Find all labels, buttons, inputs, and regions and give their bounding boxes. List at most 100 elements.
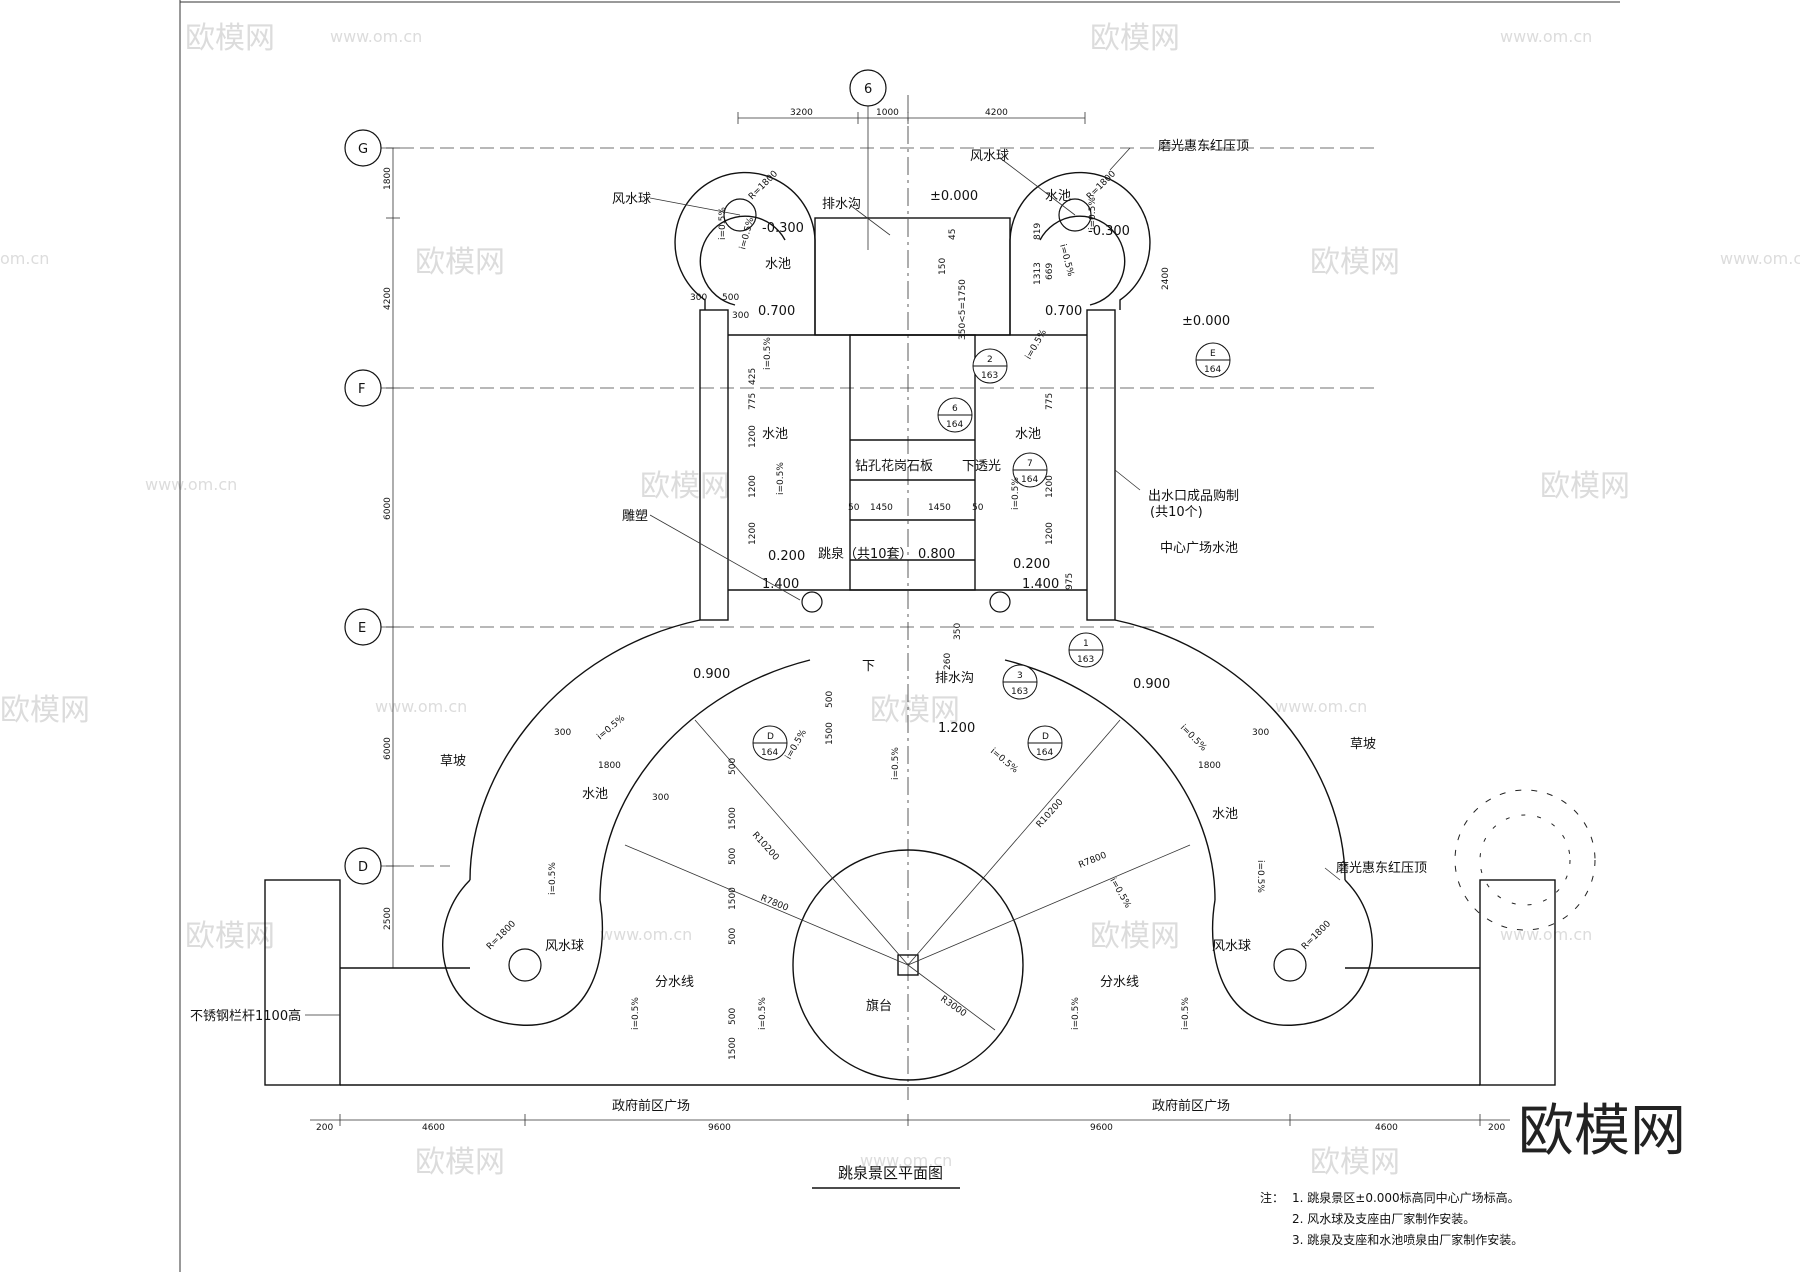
dim-150: 150 bbox=[938, 258, 948, 275]
elevation: 0.800 bbox=[918, 547, 955, 562]
dim-260: 260 bbox=[943, 653, 953, 670]
label-mogang: 磨光惠东红压顶 bbox=[1158, 138, 1249, 154]
label-chushuikou: 出水口成品购制 bbox=[1148, 488, 1239, 504]
drawing-title: 跳泉景区平面图 bbox=[838, 1164, 943, 1182]
watermark-site-text: www.om.cn bbox=[1720, 249, 1800, 268]
label-xiatouguang: 下透光 bbox=[962, 459, 1001, 474]
grid-label-f: F bbox=[358, 382, 365, 397]
dim-1200: 1200 bbox=[748, 522, 758, 545]
label-paishuigou: 排水沟 bbox=[935, 671, 974, 686]
note-3: 3. 跳泉及支座和水池喷泉由厂家制作安装。 bbox=[1292, 1232, 1523, 1247]
watermark-brand-text: 欧模网 bbox=[1090, 919, 1180, 954]
dim-425: 425 bbox=[748, 368, 758, 385]
slope-label: i=0.5% bbox=[1088, 197, 1098, 230]
label-shuichi: 水池 bbox=[582, 787, 608, 802]
dim-300: 300 bbox=[732, 311, 749, 321]
slope-label: i=0.5% bbox=[1178, 723, 1209, 754]
radius-label: R=1800 bbox=[1300, 919, 1333, 952]
dim-1800: 1800 bbox=[383, 167, 393, 190]
bottom-dimension bbox=[310, 1114, 1510, 1126]
label-zhongxin: 中心广场水池 bbox=[1160, 541, 1238, 556]
slope-label: i=0.5% bbox=[1057, 243, 1075, 278]
watermark-brand-text: 欧模网 bbox=[1310, 1145, 1400, 1180]
label-mogang: 磨光惠东红压顶 bbox=[1336, 860, 1427, 876]
watermark-brand-text: 欧模网 bbox=[1090, 21, 1180, 56]
slope-label: i=0.5% bbox=[631, 997, 641, 1030]
label-fengshuiqiu: 风水球 bbox=[612, 192, 651, 207]
grid-label-d: D bbox=[358, 860, 368, 875]
corner-watermark-brand: 欧模网 bbox=[1518, 1099, 1686, 1164]
watermark-brand-text: 欧模网 bbox=[415, 245, 505, 280]
watermark-brand-text: 欧模网 bbox=[185, 919, 275, 954]
watermark-site-text: www.om.cn bbox=[600, 925, 692, 944]
watermark-site-text: www.om.cn bbox=[375, 697, 467, 716]
label-fenshuixian: 分水线 bbox=[1100, 975, 1139, 990]
slope-label: i=0.5% bbox=[718, 207, 728, 240]
dim-500: 500 bbox=[728, 848, 738, 865]
slope-label: i=0.5% bbox=[776, 462, 786, 495]
label-shuichi: 水池 bbox=[762, 427, 788, 442]
watermark-brand-text: 欧模网 bbox=[0, 693, 90, 728]
dim-200-left: 200 bbox=[316, 1123, 333, 1133]
slope-label: i=0.5% bbox=[891, 747, 901, 780]
watermark-site-text: www.om.cn bbox=[860, 1151, 952, 1170]
dim-1450: 1450 bbox=[928, 503, 951, 513]
slope-label: i=0.5% bbox=[1255, 860, 1265, 893]
label-diaosu: 雕塑 bbox=[622, 509, 648, 524]
dim-500: 500 bbox=[728, 928, 738, 945]
elevation: 0.200 bbox=[768, 549, 805, 564]
tree-symbol bbox=[1454, 789, 1596, 931]
dim-1500: 1500 bbox=[728, 807, 738, 830]
elevation: 1.400 bbox=[1022, 577, 1059, 592]
top-dimension bbox=[737, 112, 1086, 124]
fountain-outline bbox=[264, 171, 1556, 1086]
slope-label: i=0.5% bbox=[763, 337, 773, 370]
label-paishuigou: 排水沟 bbox=[822, 197, 861, 212]
radius-label: R7800 bbox=[1077, 850, 1108, 870]
dim-1500: 1500 bbox=[825, 722, 835, 745]
elevation: ±0.000 bbox=[930, 189, 978, 204]
dim-1200: 1200 bbox=[748, 425, 758, 448]
label-xia: 下 bbox=[862, 659, 875, 674]
watermark-site-text: www.om.cn bbox=[1500, 27, 1592, 46]
elevation: -0.300 bbox=[1088, 224, 1130, 239]
elevation: 1.400 bbox=[762, 577, 799, 592]
notes-heading: 注： bbox=[1260, 1190, 1284, 1205]
label-shuichi: 水池 bbox=[765, 257, 791, 272]
radius-lines bbox=[624, 719, 1191, 1031]
label-gong10: (共10个) bbox=[1150, 505, 1203, 520]
ref-sheet: 163 bbox=[981, 371, 998, 381]
watermark-brand-text: 欧模网 bbox=[640, 469, 730, 504]
ref-sheet: 164 bbox=[1036, 748, 1053, 758]
slope-label: i=0.5% bbox=[988, 747, 1020, 776]
dim-4600-right: 4600 bbox=[1375, 1123, 1398, 1133]
label-zhengfu: 政府前区广场 bbox=[1152, 1098, 1230, 1114]
radius-label: R7800 bbox=[759, 894, 790, 914]
ref-num: 2 bbox=[987, 355, 993, 365]
ref-sheet: 164 bbox=[1204, 365, 1221, 375]
dim-1800: 1800 bbox=[598, 761, 621, 771]
dim-500: 500 bbox=[825, 691, 835, 708]
dim-4600-left: 4600 bbox=[422, 1123, 445, 1133]
dim-9600-left: 9600 bbox=[708, 1123, 731, 1133]
slope-label: i=0.5% bbox=[1011, 477, 1021, 510]
dim-150x5: 350<5=1750 bbox=[958, 279, 968, 340]
dim-775: 775 bbox=[1045, 393, 1055, 410]
radius-label: R=1800 bbox=[747, 169, 780, 202]
ref-sheet: 164 bbox=[946, 420, 963, 430]
dim-1313: 1313 bbox=[1033, 262, 1043, 285]
watermark-brand-text: 欧模网 bbox=[185, 21, 275, 56]
ref-num: 6 bbox=[952, 404, 958, 414]
dim-6000: 6000 bbox=[383, 497, 393, 520]
elevation: ±0.000 bbox=[1182, 314, 1230, 329]
dim-775: 775 bbox=[748, 393, 758, 410]
dim-1200: 1200 bbox=[748, 475, 758, 498]
dim-3200: 3200 bbox=[790, 108, 813, 118]
watermark-site-text: www.om.cn bbox=[1500, 925, 1592, 944]
left-dimension-chain bbox=[386, 147, 400, 969]
watermark-site-text: om.cn bbox=[0, 249, 49, 268]
watermark-brand-text: 欧模网 bbox=[1310, 245, 1400, 280]
faint-watermark-layer: 欧模网 www.om.cn 欧模网 www.om.cn 欧模网 欧模网 om.c… bbox=[0, 21, 1800, 1180]
label-shuichi: 水池 bbox=[1015, 427, 1041, 442]
dim-1200: 1200 bbox=[1045, 475, 1055, 498]
